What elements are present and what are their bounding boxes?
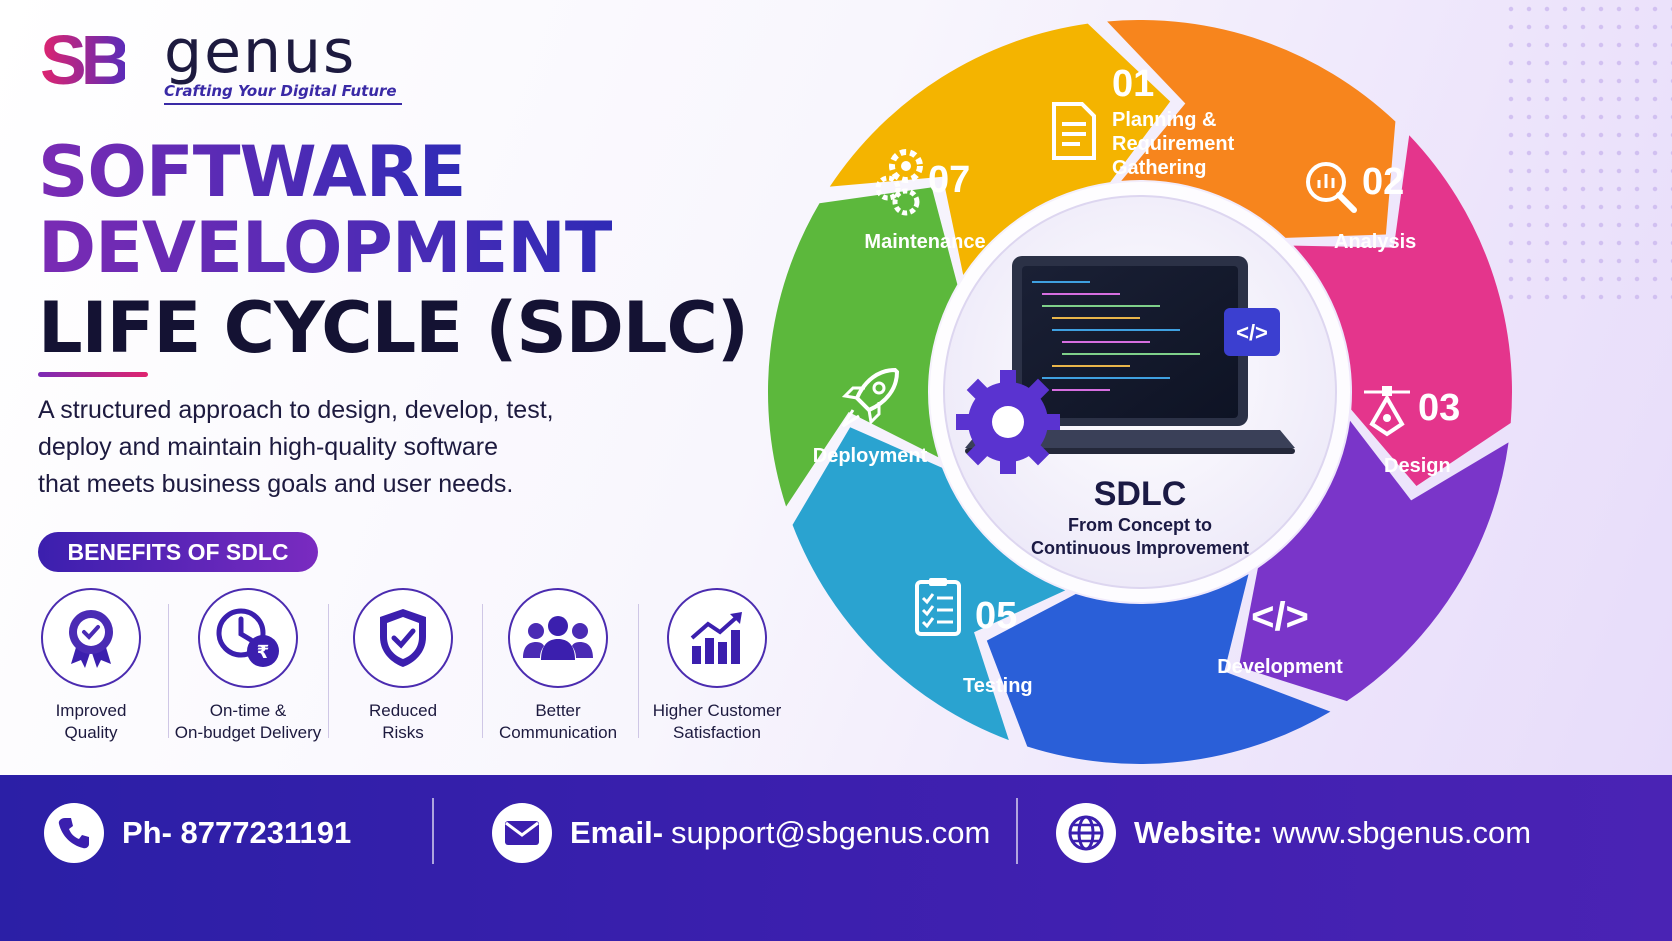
benefit-divider [482,604,483,738]
stage-04-development: </> Development [1200,595,1360,679]
benefit-icon-circle [667,588,767,688]
gears-icon [875,149,923,216]
benefit-icon-circle: ₹ [198,588,298,688]
laptop-illustration [965,256,1295,454]
title-line-1: SOFTWARE [38,131,466,213]
benefit-label: Higher Customer [652,701,782,720]
description: A structured approach to design, develop… [38,392,618,503]
cycle-segment-2 [1107,20,1396,238]
code-tag-text: </> [1236,320,1268,345]
benefit-divider [638,604,639,738]
stage-label: Analysis [1334,231,1417,253]
stage-06-deployment: Deployment [790,366,950,468]
footer-phone[interactable]: Ph- 8777231191 [44,802,351,864]
phone-icon [44,803,104,863]
description-line: A structured approach to design, develop… [38,396,554,424]
footer-website[interactable]: Website: www.sbgenus.com [1056,802,1531,864]
logo-name: genus [164,17,357,87]
website-label: Website: [1134,815,1263,850]
center-subtitle: Continuous Improvement [1030,538,1249,558]
cycle-segment-7 [768,187,958,507]
stage-number: 05 [975,595,1018,637]
benefit-divider [328,604,329,738]
benefits-heading: BENEFITS OF SDLC [38,532,318,572]
logo-tagline: Crafting Your Digital Future [164,82,397,100]
benefit-icon-circle [353,588,453,688]
benefit-label: Risks [382,723,424,742]
description-line: that meets business goals and user needs… [38,470,514,498]
stage-number: 02 [1362,161,1405,203]
contact-footer [0,775,1672,941]
stage-label: Testing [963,675,1033,697]
benefit-label: Satisfaction [673,723,761,742]
stage-number: 03 [1418,387,1461,429]
decorative-dots [1502,0,1672,300]
stage-number: 07 [928,159,971,201]
cycle-ring [768,20,1512,765]
benefit-label: On-time & [209,701,287,720]
code-tag-badge [1224,308,1280,356]
stage-label-line: Planning & [1112,109,1217,131]
logo-underline [164,103,402,105]
clock-rupee-icon: ₹ [216,608,279,667]
rocket-icon [841,367,900,428]
magnifier-chart-icon [1306,162,1357,213]
email-address[interactable]: support@sbgenus.com [671,815,991,850]
award-icon [69,610,113,668]
document-list-icon [1052,102,1096,160]
mail-icon [492,803,552,863]
benefit-label: Improved [55,701,127,720]
description-line: deploy and maintain high-quality softwar… [38,433,498,461]
cycle-segment-5 [986,574,1331,765]
cycle-segment-4 [1238,420,1509,702]
stage-label: Deployment [812,445,928,467]
code-icon: </> [1251,595,1309,639]
title-line-2: DEVELOPMENT [38,207,613,289]
benefit-label: On-budget Delivery [174,723,322,742]
benefit-label: Quality [64,723,118,742]
cycle-segment-1 [829,23,1171,275]
pen-tool-icon [1364,386,1410,437]
stage-label: Planning & Requirement Gathering [1112,108,1234,180]
benefit-label: Better [535,701,581,720]
stage-number: 01 [1112,63,1155,105]
sdlc-cycle-diagram: </> SDLC From Concept to Continuous Impr… [760,20,1520,765]
center-label: SDLC From Concept to Continuous Improvem… [990,475,1290,560]
checklist-icon [915,578,961,636]
center-title: SDLC [1093,475,1187,513]
benefit-label: Communication [498,723,618,742]
gear-illustration [956,370,1060,474]
center-subtitle: From Concept to [1068,515,1212,535]
benefit-icon-circle [508,588,608,688]
benefit-icon-circle [41,588,141,688]
cycle-segment-3 [1293,135,1512,487]
stage-label-line: Gathering [1112,157,1207,179]
title-line-3: LIFE CYCLE (SDLC) [38,287,749,369]
benefit-label: Reduced [368,701,438,720]
benefit-divider [168,604,169,738]
logo-mark: SB [40,21,131,99]
email-label: Email- [570,815,664,850]
website-url[interactable]: www.sbgenus.com [1272,815,1532,850]
footer-divider [432,798,434,864]
footer-email[interactable]: Email- support@sbgenus.com [492,802,990,864]
stage-label: Design [1384,455,1451,477]
stage-label: Maintenance [864,231,986,253]
team-icon [523,616,593,660]
footer-divider [1016,798,1018,864]
benefit-on-time-delivery: ₹ On-time & On-budget Delivery [173,588,323,748]
shield-check-icon [380,609,426,667]
stage-label: Development [1217,656,1343,678]
phone-text: Ph- 8777231191 [122,815,352,850]
stage-label-line: Requirement [1112,133,1235,155]
svg-text:₹: ₹ [257,642,270,663]
title-underline [38,372,148,377]
globe-icon [1056,803,1116,863]
growth-chart-icon [690,612,742,664]
logo[interactable]: SB genus Crafting Your Digital Future [40,17,420,108]
